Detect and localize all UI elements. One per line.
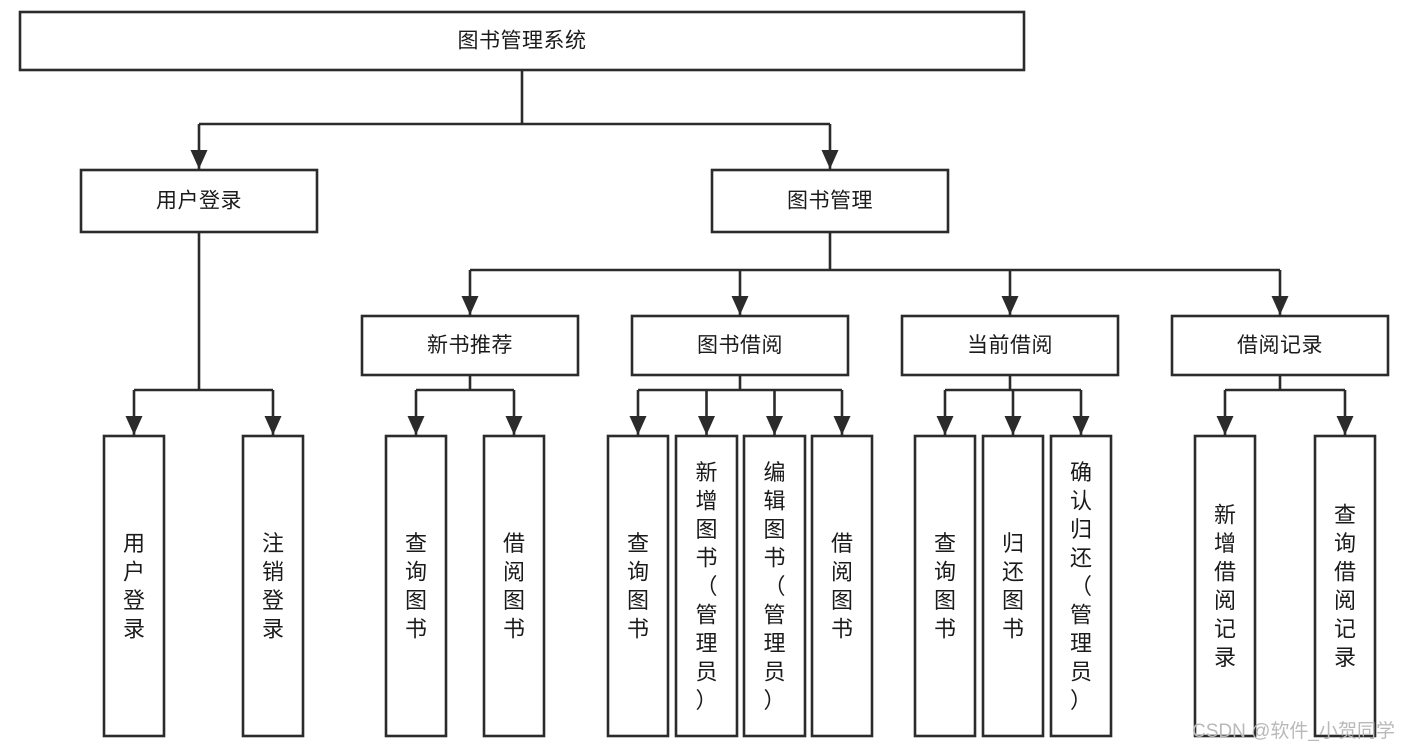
arrow-head-icon — [505, 416, 523, 435]
node-label-leaf-user-login: 用户登录 — [123, 531, 145, 642]
node-box-leaf-user-login — [102, 434, 166, 738]
node-current-borrow[interactable]: 当前借阅 — [900, 314, 1120, 377]
node-box-leaf-add-record — [1193, 434, 1257, 738]
node-user-login[interactable]: 用户登录 — [79, 168, 319, 234]
node-leaf-query-book-1[interactable]: 查询图书 — [384, 434, 448, 738]
node-box-root — [18, 10, 1026, 72]
node-box-leaf-return-book — [981, 434, 1045, 738]
node-label-new-book-rec: 新书推荐 — [427, 334, 513, 357]
node-label-leaf-add-book: 新增图书（管理员） — [695, 460, 717, 713]
node-leaf-borrow-book-1[interactable]: 借阅图书 — [482, 434, 546, 738]
node-leaf-edit-book[interactable]: 编辑图书（管理员） — [742, 434, 807, 738]
node-label-current-borrow: 当前借阅 — [967, 334, 1053, 357]
node-label-leaf-query-record: 查询借阅记录 — [1334, 503, 1356, 671]
arrow-head-icon — [125, 416, 143, 435]
node-label-leaf-query-book-3: 查询图书 — [934, 531, 956, 642]
node-book-manage[interactable]: 图书管理 — [710, 168, 950, 234]
node-leaf-add-book[interactable]: 新增图书（管理员） — [674, 434, 739, 738]
edge-group-borrow-record — [1216, 375, 1354, 435]
arrow-head-icon — [629, 416, 647, 435]
arrow-head-icon — [1271, 296, 1289, 315]
node-label-leaf-borrow-book-2: 借阅图书 — [831, 531, 853, 642]
edge-group-new-book-rec — [407, 375, 523, 435]
node-label-leaf-add-record: 新增借阅记录 — [1214, 503, 1236, 671]
node-leaf-logout[interactable]: 注销登录 — [241, 434, 305, 738]
node-label-book-manage: 图书管理 — [787, 190, 873, 213]
node-box-leaf-query-record — [1313, 434, 1377, 738]
watermark-text: CSDN @软件_小贺同学 — [1192, 721, 1395, 742]
arrow-head-icon — [264, 416, 282, 435]
node-label-leaf-borrow-book-1: 借阅图书 — [503, 531, 525, 642]
node-leaf-query-record[interactable]: 查询借阅记录 — [1313, 434, 1377, 738]
node-leaf-confirm-return[interactable]: 确认归还（管理员） — [1049, 434, 1113, 738]
node-box-leaf-edit-book — [742, 434, 807, 738]
edge-group-book-manage — [461, 232, 1289, 315]
node-box-book-borrow — [630, 314, 850, 377]
node-root[interactable]: 图书管理系统 — [18, 10, 1026, 72]
arrow-head-icon — [833, 416, 851, 435]
node-leaf-return-book[interactable]: 归还图书 — [981, 434, 1045, 738]
node-box-leaf-query-book-2 — [606, 434, 670, 738]
edge-group-user-login — [125, 232, 282, 435]
nodes-layer: 图书管理系统用户登录图书管理新书推荐图书借阅当前借阅借阅记录用户登录注销登录查询… — [18, 10, 1390, 738]
node-label-book-borrow: 图书借阅 — [697, 334, 783, 357]
node-box-leaf-confirm-return — [1049, 434, 1113, 738]
node-new-book-rec[interactable]: 新书推荐 — [360, 314, 580, 377]
node-label-leaf-return-book: 归还图书 — [1002, 531, 1024, 642]
node-box-user-login — [79, 168, 319, 234]
node-borrow-record[interactable]: 借阅记录 — [1170, 314, 1390, 377]
node-box-leaf-borrow-book-2 — [810, 434, 874, 738]
node-box-current-borrow — [900, 314, 1120, 377]
node-label-leaf-logout: 注销登录 — [262, 531, 284, 642]
arrow-head-icon — [698, 416, 715, 435]
node-label-borrow-record: 借阅记录 — [1237, 334, 1323, 357]
node-box-leaf-query-book-1 — [384, 434, 448, 738]
node-label-root: 图书管理系统 — [458, 30, 587, 53]
arrow-head-icon — [766, 416, 783, 435]
arrow-head-icon — [731, 296, 749, 315]
arrow-head-icon — [1001, 296, 1019, 315]
edges-layer — [125, 70, 1354, 435]
arrow-head-icon — [936, 416, 954, 435]
node-box-book-manage — [710, 168, 950, 234]
node-label-leaf-query-book-1: 查询图书 — [405, 531, 427, 642]
node-box-leaf-borrow-book-1 — [482, 434, 546, 738]
node-box-borrow-record — [1170, 314, 1390, 377]
node-leaf-query-book-2[interactable]: 查询图书 — [606, 434, 670, 738]
arrow-head-icon — [821, 150, 839, 169]
node-leaf-borrow-book-2[interactable]: 借阅图书 — [810, 434, 874, 738]
node-label-leaf-edit-book: 编辑图书（管理员） — [763, 460, 785, 713]
node-label-leaf-query-book-2: 查询图书 — [627, 531, 649, 642]
node-leaf-add-record[interactable]: 新增借阅记录 — [1193, 434, 1257, 738]
node-label-leaf-confirm-return: 确认归还（管理员） — [1070, 460, 1092, 713]
node-box-leaf-query-book-3 — [913, 434, 977, 738]
arrow-head-icon — [407, 416, 425, 435]
node-leaf-query-book-3[interactable]: 查询图书 — [913, 434, 977, 738]
edge-group-book-borrow — [629, 375, 851, 435]
node-leaf-user-login[interactable]: 用户登录 — [102, 434, 166, 738]
arrow-head-icon — [1004, 416, 1022, 435]
node-box-new-book-rec — [360, 314, 580, 377]
node-box-leaf-add-book — [674, 434, 739, 738]
arrow-head-icon — [461, 296, 479, 315]
node-label-user-login: 用户登录 — [156, 190, 242, 213]
edge-group-current-borrow — [936, 375, 1090, 435]
arrow-head-icon — [1072, 416, 1090, 435]
arrow-head-icon — [1216, 416, 1234, 435]
node-book-borrow[interactable]: 图书借阅 — [630, 314, 850, 377]
edge-group-root — [190, 70, 839, 169]
arrow-head-icon — [190, 150, 208, 169]
node-box-leaf-logout — [241, 434, 305, 738]
arrow-head-icon — [1336, 416, 1354, 435]
